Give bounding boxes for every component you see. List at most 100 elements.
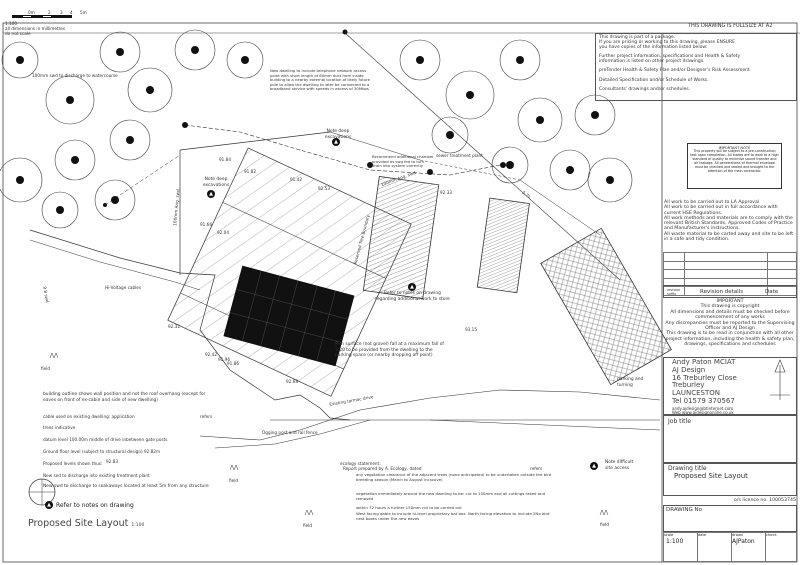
level-label: 92.68 <box>286 379 298 384</box>
copyright-title: IMPORTANT <box>716 299 744 304</box>
level-label: 91.84 <box>219 157 231 162</box>
scale-ratio: 1:100 <box>5 21 18 26</box>
company-email: andy.ajdesign@btinternet.com <box>672 406 734 411</box>
copyright-line: Any discrepancies must be reported to th… <box>665 320 795 332</box>
label-field-3: field <box>303 523 313 528</box>
footer-table: scale 1:100 date drawn AJPaton check <box>663 532 797 562</box>
note-deep-excavations-2: Note deep excavations <box>202 177 230 188</box>
note-treatment-chamber: Recommend additional chamber provided as… <box>372 154 434 169</box>
package-info-box <box>595 33 797 101</box>
legend-note-ground-floor: Ground floor level (subject to structura… <box>43 449 161 454</box>
level-label: 91.66 <box>200 222 212 227</box>
note-telephone-access: New dwelling to include telephone networ… <box>270 68 370 92</box>
package-line: you have copies of the information liste… <box>599 45 708 51</box>
drawing-title-bottom: Proposed Site Layout 1:100 <box>28 518 144 529</box>
legend-note-cable: cable used on existing dwelling: applica… <box>43 414 135 419</box>
scale-tick-2: 2 <box>48 10 51 15</box>
level-label: 91.96 <box>218 357 230 362</box>
scale-note-1: all dimensions in millimetres <box>5 26 65 31</box>
label-field-1: field <box>41 366 51 371</box>
package-line: If you are pricing or working to this dr… <box>599 40 735 46</box>
ecology-item: any vegetation clearance of the adjacent… <box>356 472 552 482</box>
general-note: All waste material to be carted away and… <box>664 231 794 243</box>
bottom-title-scale: 1:100 <box>131 523 145 528</box>
scale-tick-4: 4 <box>70 10 73 15</box>
ecology-item: vegetation immediately around the new dw… <box>356 491 546 501</box>
legend-note-trees: trees indicative <box>43 425 76 430</box>
level-label: 92.33 <box>440 190 452 195</box>
footer-check-label: check <box>766 533 777 537</box>
package-line: information is listed on other project d… <box>599 59 705 65</box>
legend-note-sed: New sed to discharge into existing treat… <box>43 473 150 478</box>
label-hi-voltage: Hi-Voltage cables <box>105 285 142 290</box>
label-parking: parking and turning <box>617 377 644 388</box>
drawing-title-label: Drawing title <box>668 465 707 472</box>
copyright-line: This drawing is to be read in conjunctio… <box>665 331 795 348</box>
level-label: 91.86 <box>227 361 239 366</box>
ecology-title: ecology statement: <box>340 461 381 466</box>
warning-icon: ▲ <box>45 501 53 509</box>
footer-drawn-label: drawn <box>732 533 744 537</box>
package-line: preTender Health & Safety Plan and/or De… <box>599 68 752 74</box>
label-post-rail-fence: Ogging post and rail fence <box>262 430 318 435</box>
ecology-item: West facing gable to include hi-level pr… <box>356 511 550 521</box>
general-note: All work methods and materials are to co… <box>664 215 793 232</box>
revision-suffix-header: revision suffix <box>667 288 681 296</box>
footer-scale-value: 1:100 <box>666 538 684 545</box>
bottom-title-text: Proposed Site Layout <box>28 518 129 529</box>
package-info-text: This drawing is part of a package. If yo… <box>599 35 795 92</box>
level-label: 92.32 <box>168 324 180 329</box>
revision-date-header: Date <box>765 289 779 295</box>
level-label: 93.15 <box>465 327 477 332</box>
footer-date-label: date <box>698 533 707 537</box>
level-label: 91.82 <box>244 169 256 174</box>
warning-icon: ▲ <box>590 462 598 470</box>
package-line: Consultants' drawings and/or schedules. <box>599 86 691 92</box>
copyright-block: IMPORTANT This drawing is copyright All … <box>664 299 796 348</box>
company-firm: AJ Design <box>672 365 706 374</box>
company-tel: Tel 01579 370567 <box>672 396 735 405</box>
general-note: All work to be carried out in full accor… <box>664 205 778 216</box>
note-deep-excavations-1: Note deep excavations <box>324 129 352 140</box>
label-swd-watercourse: 100mm swd to discharge to watercourse <box>32 73 118 78</box>
level-label: 92.04 <box>217 230 229 235</box>
drawing-size-note: THIS DRAWING IS FULLSIZE AT A2 <box>688 23 773 29</box>
scale-tick-0: 0m <box>28 10 35 15</box>
copyright-line: All dimensions and details must be check… <box>670 309 790 321</box>
warning-icon: ▲ <box>332 138 340 146</box>
footer-drawn-value: AJPaton <box>732 538 755 545</box>
ecology-refers: refers <box>530 466 543 471</box>
legend-note-swd: New swd to discharge to soakaways locate… <box>43 484 209 489</box>
ecology-report: Report prepared by A. Ecology, dated <box>343 466 422 471</box>
drawing-title-value: Proposed Site Layout <box>674 472 748 480</box>
drawing-no-label: DRAWING No <box>666 507 702 513</box>
company-box <box>663 357 797 415</box>
package-line: Further project information, specificati… <box>599 54 741 60</box>
legend-note-datum: datum level 100.00m middle of drive inbe… <box>43 437 168 442</box>
general-note: All work to be carried out to LA Approva… <box>664 200 760 205</box>
revision-table <box>663 252 797 296</box>
label-field-4: field <box>600 522 610 527</box>
level-label: 91.42 <box>290 177 302 182</box>
company-address: LAUNCESTON <box>672 389 720 398</box>
important-note-body: This property will be subject to a pre-c… <box>690 149 779 173</box>
company-name: Andy Paton MCIAT <box>672 358 736 366</box>
level-label: 92.53 <box>318 186 330 191</box>
scale-tick-5: 5m <box>80 10 87 15</box>
company-address: 16 Treburley Close <box>672 373 737 382</box>
scale-tick-3: 3 <box>60 10 63 15</box>
refer-notes-label: Refer to notes on drawing <box>56 502 134 509</box>
revision-details-header: Revision details <box>700 289 744 295</box>
label-sewer-plant: sewer treatment plant <box>436 153 483 158</box>
legend-note-building: building outline shows wall position and… <box>43 392 206 403</box>
important-note-box: IMPORTANT NOTE This property will be sub… <box>687 143 782 189</box>
job-title-label: Job title <box>668 418 691 425</box>
warning-icon: ▲ <box>207 190 215 198</box>
legend-level-sample: 92.83 <box>106 459 118 464</box>
note-refer-store: Refer to notes on drawing regarding addi… <box>375 291 450 302</box>
legend-refers: refers <box>200 414 213 419</box>
company-address: Treburley <box>672 381 705 390</box>
package-line: Detailed Specification and/or Schedule o… <box>599 77 709 83</box>
warning-icon: ▲ <box>408 283 416 291</box>
